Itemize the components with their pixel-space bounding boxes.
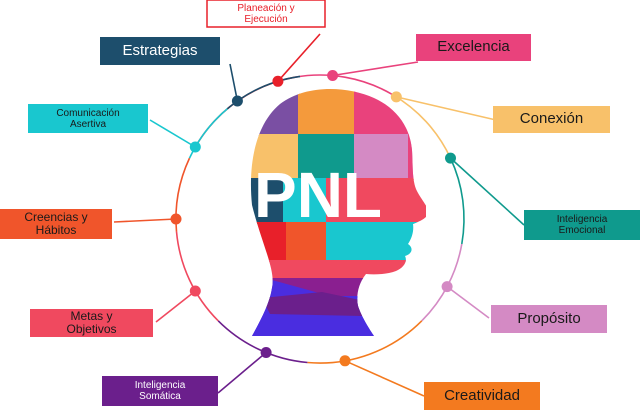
dot-estrategias	[231, 95, 243, 107]
label-line: Conexión	[519, 110, 584, 128]
box-inteligencia-emocional	[524, 210, 640, 240]
box-proposito	[491, 305, 607, 333]
dot-creencias	[170, 213, 182, 225]
dot-metas	[189, 285, 201, 297]
ring-arc	[175, 157, 191, 232]
ring-arc	[217, 320, 308, 364]
label-line: Inteligencia	[134, 380, 186, 391]
ring-arc	[188, 108, 228, 159]
label-estrategias: Estrategias	[100, 37, 220, 65]
connector-excelencia	[332, 61, 419, 77]
connector-dots	[170, 70, 456, 367]
box-planeacion	[206, 0, 326, 28]
connector-creatividad	[344, 360, 425, 397]
label-conexion: Conexión	[493, 106, 610, 133]
ring-arc	[307, 320, 423, 364]
connector-creencias	[113, 218, 177, 223]
connector-inteligencia-emocional	[449, 157, 525, 226]
label-creatividad: Creatividad	[424, 382, 540, 410]
dot-inteligencia-emocional	[445, 152, 456, 164]
box-estrategias	[100, 37, 220, 65]
label-proposito: Propósito	[491, 305, 607, 333]
box-creencias	[0, 209, 112, 239]
dot-comunicacion	[189, 141, 201, 153]
label-line: Planeación y	[237, 2, 295, 14]
connector-inteligencia-somatica	[217, 351, 267, 394]
connector-lines	[113, 33, 525, 397]
box-inteligencia-somatica	[102, 376, 218, 406]
label-line: Propósito	[517, 309, 581, 327]
label-line: Somática	[139, 391, 181, 402]
connector-comunicacion	[149, 119, 196, 148]
label-line: Objetivos	[66, 322, 117, 336]
box-comunicacion	[28, 104, 148, 133]
ring-arc	[421, 243, 463, 322]
box-metas	[30, 309, 153, 337]
box-conexion	[493, 106, 610, 133]
dot-planeacion	[272, 75, 284, 87]
ring-arc	[449, 157, 465, 245]
dot-proposito	[441, 281, 453, 293]
dot-conexion	[390, 91, 402, 103]
label-line: Comunicación	[56, 107, 120, 119]
label-line: Ejecución	[244, 13, 288, 25]
label-line: Metas y	[70, 308, 113, 323]
label-line: Estrategias	[122, 41, 198, 59]
label-line: Hábitos	[35, 223, 77, 237]
connector-estrategias	[229, 63, 239, 102]
ring-arc	[175, 231, 219, 322]
label-line: Creencias y	[24, 209, 88, 224]
label-line: Inteligencia	[556, 214, 608, 225]
connector-proposito	[446, 285, 490, 319]
center-title: PNL	[254, 159, 382, 231]
dot-excelencia	[327, 70, 339, 81]
connector-planeacion	[277, 33, 321, 82]
dot-inteligencia-somatica	[260, 347, 272, 358]
connector-conexion	[396, 96, 497, 121]
box-creatividad	[424, 382, 540, 410]
dot-creatividad	[339, 355, 351, 367]
label-line: Creatividad	[444, 386, 520, 404]
connector-metas	[155, 290, 196, 323]
label-excelencia: Excelencia	[416, 34, 531, 61]
label-line: Asertiva	[69, 118, 107, 130]
label-line: Excelencia	[437, 38, 510, 56]
label-line: Emocional	[558, 225, 606, 236]
ring-arc	[294, 74, 393, 95]
box-excelencia	[416, 34, 531, 61]
